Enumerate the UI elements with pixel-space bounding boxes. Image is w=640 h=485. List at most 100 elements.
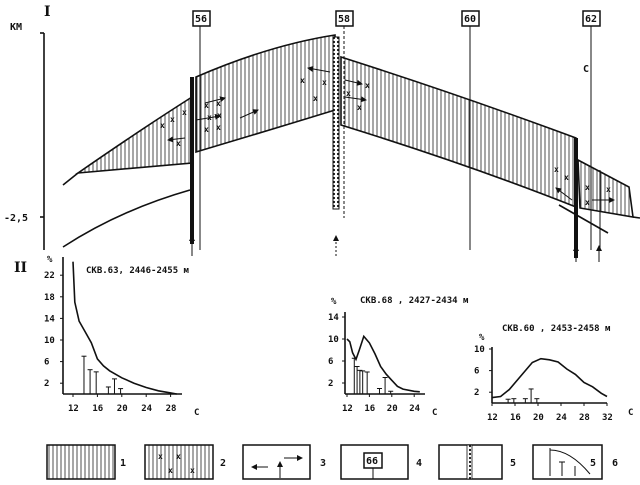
y-tick-label: 2 xyxy=(328,379,333,389)
legend-item-4: 66 4 xyxy=(340,444,422,480)
svg-text:x: x xyxy=(346,89,351,98)
c-mark-label: С xyxy=(583,64,589,75)
perforation-interval xyxy=(574,138,578,258)
x-tick-label: 28 xyxy=(579,413,590,423)
x-tick-label: 28 xyxy=(166,404,177,414)
hatched-swatch xyxy=(46,444,116,480)
well-58: 58 xyxy=(332,10,354,256)
x-tick-label: 24 xyxy=(556,413,567,423)
svg-text:x: x xyxy=(322,78,327,87)
y-tick-label: 10 xyxy=(328,335,339,345)
svg-text:x: x xyxy=(217,111,222,120)
flow-arrow-icon xyxy=(239,109,259,119)
flow-arrow-icon xyxy=(555,187,573,201)
x-tick-label: 24 xyxy=(141,404,152,414)
section-i-label: I xyxy=(44,4,51,20)
well-label-box xyxy=(192,10,211,27)
x-tick-label: 24 xyxy=(409,404,420,414)
y-tick-label: 2 xyxy=(44,379,49,389)
legend-item-3: 3 xyxy=(242,444,326,480)
svg-text:x: x xyxy=(585,183,590,192)
x-tick-label: 32 xyxy=(602,413,613,423)
chart-title: СКВ.68 , 2427-2434 м xyxy=(360,296,469,306)
well-label: 60 xyxy=(464,14,476,25)
svg-text:x: x xyxy=(182,108,187,117)
well-62: 62 С xyxy=(573,10,602,262)
distribution-curve xyxy=(72,261,177,395)
well-label: 56 xyxy=(195,14,207,25)
well-label: 62 xyxy=(585,14,597,25)
flow-arrow-icon xyxy=(167,136,186,143)
svg-text:x: x xyxy=(313,94,318,103)
distribution-curve xyxy=(491,357,608,399)
svg-text:x: x xyxy=(190,466,195,475)
y-axis-label: % xyxy=(47,255,53,265)
distribution-curve xyxy=(346,334,420,393)
chart-title: СКВ.60 , 2453-2458 м xyxy=(502,324,611,334)
svg-text:x: x xyxy=(160,121,165,130)
section-ii-label: II xyxy=(14,260,27,276)
x-tick-label: 20 xyxy=(387,404,398,414)
svg-text:x: x xyxy=(168,466,173,475)
svg-text:x: x xyxy=(585,198,590,207)
legend-number: 1 xyxy=(120,458,126,469)
y-axis-label: % xyxy=(331,297,337,307)
x-axis-label: С xyxy=(194,408,199,418)
y-tick-label: 22 xyxy=(44,271,55,281)
y-tick-label: 14 xyxy=(44,314,55,324)
histogram-swatch xyxy=(532,444,603,480)
legend-item-6: 5 6 xyxy=(532,444,618,480)
svg-text:x: x xyxy=(204,101,209,110)
x-tick-label: 12 xyxy=(68,404,79,414)
lower-horizon-line xyxy=(62,189,191,248)
perforation-interval xyxy=(190,77,194,244)
depth-unit-label: КМ xyxy=(10,22,22,33)
svg-text:x: x xyxy=(158,452,163,461)
well-cement-column xyxy=(332,36,340,210)
well-label: 58 xyxy=(338,14,350,25)
x-tick-label: 12 xyxy=(487,413,498,423)
reservoir-left-wedge xyxy=(75,95,193,175)
svg-text:x: x xyxy=(176,139,181,148)
boundary-line xyxy=(62,172,79,186)
x-axis-label: С xyxy=(432,408,437,418)
legend-number: 4 xyxy=(416,458,422,469)
x-tick-label: 16 xyxy=(364,404,375,414)
chart-title: СКВ.63, 2446-2455 м xyxy=(86,266,190,276)
x-tick-label: 20 xyxy=(533,413,544,423)
legend-number: 3 xyxy=(320,458,326,469)
well-label: 66 xyxy=(366,456,378,467)
svg-text:x: x xyxy=(170,115,175,124)
y-tick-label: 10 xyxy=(44,336,55,346)
reservoir-58-62-block xyxy=(340,55,577,209)
legend-number: 6 xyxy=(612,458,618,469)
svg-text:x: x xyxy=(216,99,221,108)
x-tick-label: 12 xyxy=(342,404,353,414)
cement-column-icon xyxy=(466,444,473,480)
legend-mark: 5 xyxy=(590,458,596,469)
svg-text:x: x xyxy=(300,76,305,85)
legend-number: 5 xyxy=(510,458,516,469)
y-tick-label: 2 xyxy=(474,388,479,398)
legend-item-1: 1 xyxy=(46,444,126,480)
flow-arrow-icon xyxy=(307,65,331,73)
y-tick-label: 6 xyxy=(44,358,49,368)
svg-text:x: x xyxy=(176,452,181,461)
arrows-swatch xyxy=(242,444,311,480)
y-tick-label: 10 xyxy=(474,345,485,355)
well-56: 56 xyxy=(189,10,211,256)
y-tick-label: 6 xyxy=(328,357,333,367)
svg-text:x: x xyxy=(606,185,611,194)
boundary-line xyxy=(632,216,640,219)
svg-text:x: x xyxy=(564,173,569,182)
flow-arrows xyxy=(167,65,615,203)
y-tick-label: 18 xyxy=(44,293,55,303)
y-tick-label: 6 xyxy=(474,367,479,377)
